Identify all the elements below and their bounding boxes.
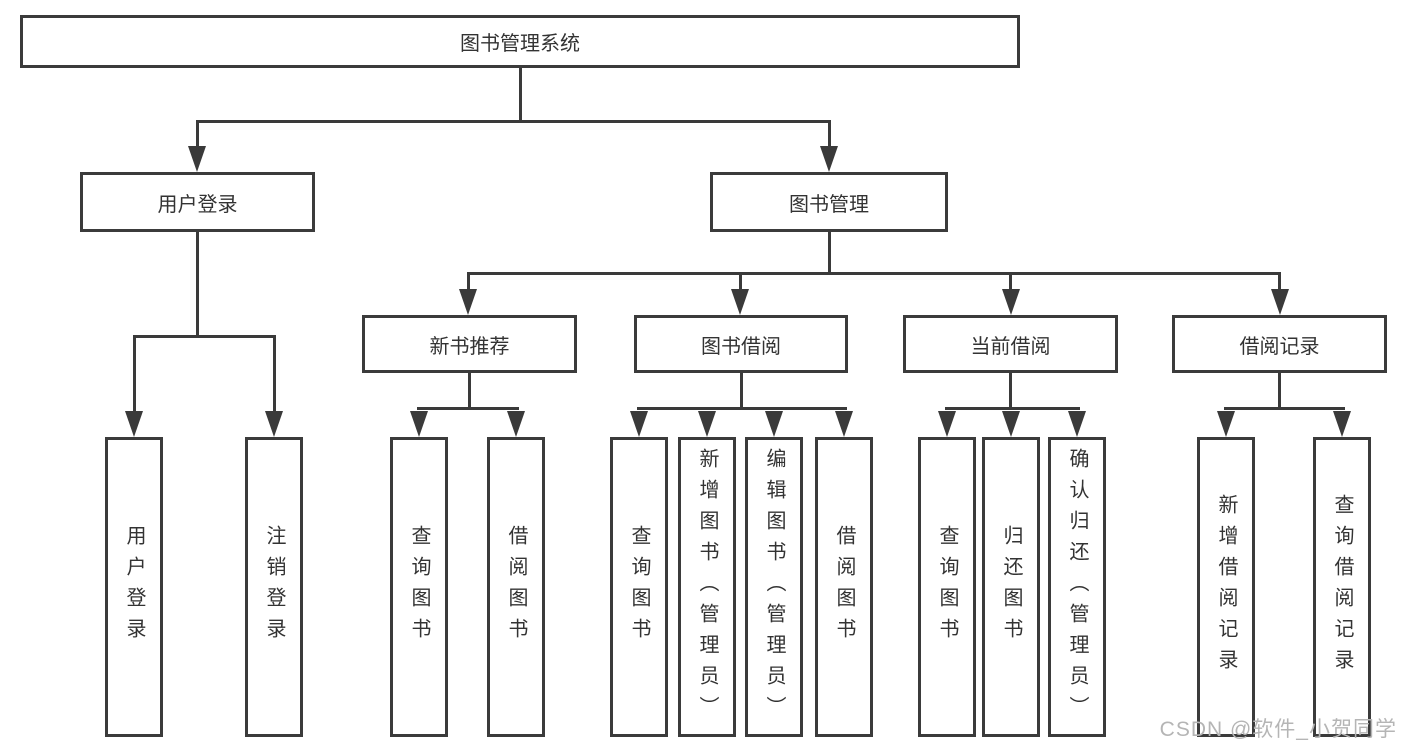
node-borrow-records: 借阅记录 <box>1172 315 1387 373</box>
connector-stem <box>740 373 743 410</box>
arrowhead-down-icon <box>188 146 206 172</box>
connector-bus-level3 <box>467 272 1281 275</box>
node-new-book-recommend: 新书推荐 <box>362 315 577 373</box>
arrowhead-down-icon <box>410 411 428 437</box>
node-root: 图书管理系统 <box>20 15 1020 68</box>
connector-bus <box>1224 407 1345 410</box>
arrowhead-down-icon <box>1068 411 1086 437</box>
leaf-add-borrow-record: 新增借阅记录 <box>1197 437 1255 737</box>
connector-drop <box>828 120 831 150</box>
node-book-management: 图书管理 <box>710 172 948 232</box>
connector-stem <box>468 373 471 410</box>
arrowhead-down-icon <box>1002 289 1020 315</box>
leaf-confirm-return-admin: 确认归还（管理员） <box>1048 437 1106 737</box>
connector-bus <box>133 335 276 338</box>
connector-bus <box>417 407 519 410</box>
arrowhead-down-icon <box>1217 411 1235 437</box>
node-book-borrow: 图书借阅 <box>634 315 848 373</box>
connector-drop <box>1278 272 1281 292</box>
leaf-borrow-books-2: 借阅图书 <box>815 437 873 737</box>
leaf-query-borrow-record: 查询借阅记录 <box>1313 437 1371 737</box>
arrowhead-down-icon <box>1271 289 1289 315</box>
connector-drop <box>467 272 470 292</box>
arrowhead-down-icon <box>938 411 956 437</box>
csdn-watermark: CSDN @软件_小贺同学 <box>1159 718 1397 741</box>
leaf-query-books-2: 查询图书 <box>610 437 668 737</box>
connector-drop <box>273 335 276 415</box>
leaf-query-books-1: 查询图书 <box>390 437 448 737</box>
leaf-logout: 注销登录 <box>245 437 303 737</box>
connector-root-stem <box>519 68 522 122</box>
node-current-borrow: 当前借阅 <box>903 315 1118 373</box>
arrowhead-down-icon <box>630 411 648 437</box>
arrowhead-down-icon <box>265 411 283 437</box>
leaf-user-login: 用户登录 <box>105 437 163 737</box>
leaf-return-book: 归还图书 <box>982 437 1040 737</box>
connector-drop <box>196 120 199 150</box>
arrowhead-down-icon <box>835 411 853 437</box>
connector-bus <box>945 407 1080 410</box>
leaf-borrow-books-1: 借阅图书 <box>487 437 545 737</box>
connector-drop <box>739 272 742 292</box>
connector-bus <box>637 407 847 410</box>
connector-stem <box>196 232 199 338</box>
arrowhead-down-icon <box>507 411 525 437</box>
arrowhead-down-icon <box>731 289 749 315</box>
arrowhead-down-icon <box>1333 411 1351 437</box>
arrowhead-down-icon <box>698 411 716 437</box>
leaf-add-book-admin: 新增图书（管理员） <box>678 437 736 737</box>
arrowhead-down-icon <box>125 411 143 437</box>
leaf-edit-book-admin: 编辑图书（管理员） <box>745 437 803 737</box>
connector-stem <box>828 232 831 275</box>
leaf-query-books-3: 查询图书 <box>918 437 976 737</box>
connector-drop <box>133 335 136 415</box>
arrowhead-down-icon <box>820 146 838 172</box>
arrowhead-down-icon <box>765 411 783 437</box>
connector-stem <box>1009 373 1012 410</box>
connector-drop <box>1009 272 1012 292</box>
node-user-login: 用户登录 <box>80 172 315 232</box>
connector-stem <box>1278 373 1281 410</box>
arrowhead-down-icon <box>459 289 477 315</box>
connector-bus-level2 <box>196 120 831 123</box>
arrowhead-down-icon <box>1002 411 1020 437</box>
